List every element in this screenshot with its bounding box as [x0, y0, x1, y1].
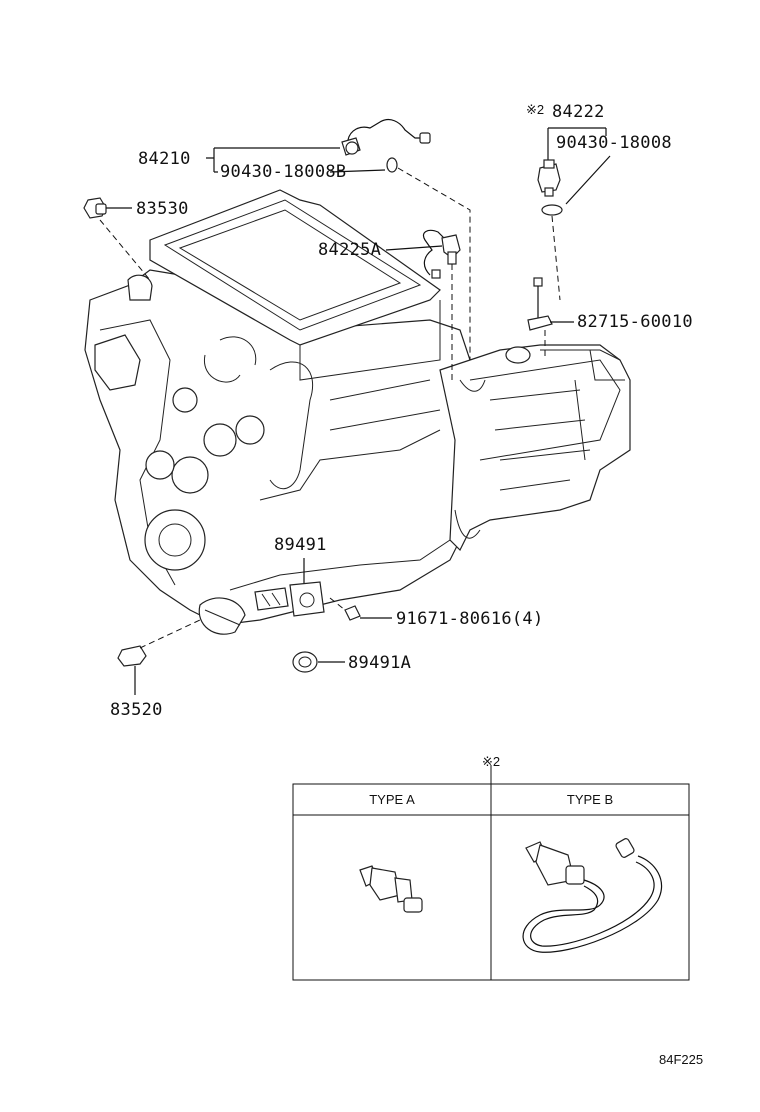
- oil-pressure-switch-icon: [537, 159, 561, 197]
- engine-assembly-illustration: [84, 189, 631, 635]
- sensor-84225a: [422, 229, 461, 279]
- leader-84210: [206, 147, 340, 173]
- figure-code: 84F225: [659, 1052, 703, 1067]
- label-91671-80616: 91671-80616(4): [396, 609, 544, 629]
- leader-84222: [547, 127, 607, 160]
- note-mark-84222: ※2: [526, 102, 544, 117]
- dash-83520: [139, 619, 201, 649]
- label-82715-60010: 82715-60010: [577, 312, 693, 332]
- label-84210: 84210: [138, 149, 191, 169]
- label-83520: 83520: [110, 700, 163, 720]
- gasket-icon: [292, 651, 318, 673]
- sensor-with-lead-icon: [522, 838, 663, 953]
- sensor-84210: [341, 118, 431, 173]
- label-84222: 84222: [552, 102, 605, 122]
- gasket-icon: [541, 204, 563, 216]
- sensor-with-lead-icon: [422, 229, 461, 279]
- note-mark-table: ※2: [482, 754, 500, 769]
- leader-90430-18008: [565, 155, 611, 205]
- oil-pressure-switch-icon: [83, 197, 107, 219]
- dash-91671: [329, 597, 346, 611]
- label-90430-18008b: 90430-18008B: [220, 162, 346, 182]
- label-90430-18008: 90430-18008: [556, 133, 672, 153]
- leader-90430-18008b: [329, 169, 386, 173]
- label-83530: 83530: [136, 199, 189, 219]
- dash-83530: [99, 219, 151, 281]
- bolt-icon: [527, 277, 553, 331]
- oil-pressure-switch-icon: [359, 865, 423, 913]
- type-a-label: TYPE A: [369, 792, 415, 807]
- gasket-icon: [386, 157, 398, 173]
- oil-pressure-switch-icon: [117, 645, 147, 667]
- type-b-label: TYPE B: [567, 792, 613, 807]
- dash-84210: [397, 167, 471, 360]
- dash-84222: [551, 215, 561, 301]
- bolt-icon: [344, 605, 361, 621]
- sensor-with-lead-icon: [341, 118, 431, 156]
- label-84225a: 84225A: [318, 240, 381, 260]
- label-89491a: 89491A: [348, 653, 411, 673]
- type-table: ※2 TYPE A TYPE B: [292, 754, 690, 981]
- crank-sensor-89491: [254, 581, 325, 617]
- leader-84225a: [385, 245, 443, 251]
- label-89491: 89491: [274, 535, 327, 555]
